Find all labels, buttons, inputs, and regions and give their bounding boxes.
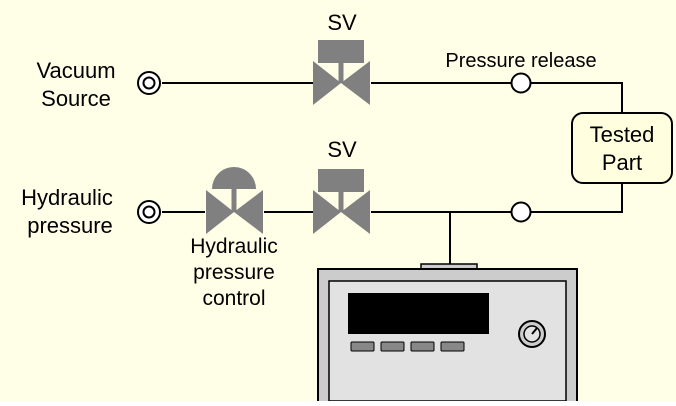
- tested-part-label: Part: [602, 150, 642, 175]
- lcd-display: [348, 293, 489, 334]
- leak-tester-instrument: - 0000: [317, 263, 578, 406]
- hydraulic-control-label: Hydraulic: [190, 235, 278, 258]
- tested-part-label: Tested: [590, 122, 655, 147]
- knob-icon[interactable]: [518, 320, 546, 348]
- sv-top-label: SV: [327, 10, 357, 35]
- instrument-button[interactable]: [440, 341, 465, 352]
- lcd-sign: -: [362, 298, 380, 333]
- hydraulic-pressure-label: pressure: [27, 213, 113, 238]
- open-circle-port-icon: [510, 201, 532, 223]
- instrument-button[interactable]: [380, 341, 405, 352]
- diaphragm-valve-icon: [206, 167, 263, 234]
- open-circle-port-icon: [510, 72, 532, 94]
- hydraulic-control-label: pressure: [193, 261, 275, 284]
- hydraulic-pressure-label: Hydraulic: [21, 185, 113, 210]
- button-row: [350, 341, 465, 352]
- solenoid-valve-icon: [313, 169, 370, 234]
- lcd-reading: 0000: [395, 298, 475, 333]
- double-circle-port-icon: [137, 71, 161, 95]
- hydraulic-control-label: control: [202, 287, 265, 310]
- pipe-lines: [162, 82, 623, 266]
- junction-to-part-pipe: [531, 183, 623, 213]
- sv-bottom-label: SV: [327, 137, 357, 162]
- instrument-button[interactable]: [350, 341, 375, 352]
- tested-part-box: [571, 112, 673, 184]
- solenoid-valve-icon: [313, 40, 370, 105]
- instrument-button[interactable]: [410, 341, 435, 352]
- release-to-part-pipe: [531, 82, 623, 113]
- pressure-release-label: Pressure release: [445, 50, 596, 72]
- double-circle-port-icon: [137, 200, 161, 224]
- vacuum-source-label: Source: [41, 86, 111, 111]
- vacuum-source-label: Vacuum: [36, 58, 115, 83]
